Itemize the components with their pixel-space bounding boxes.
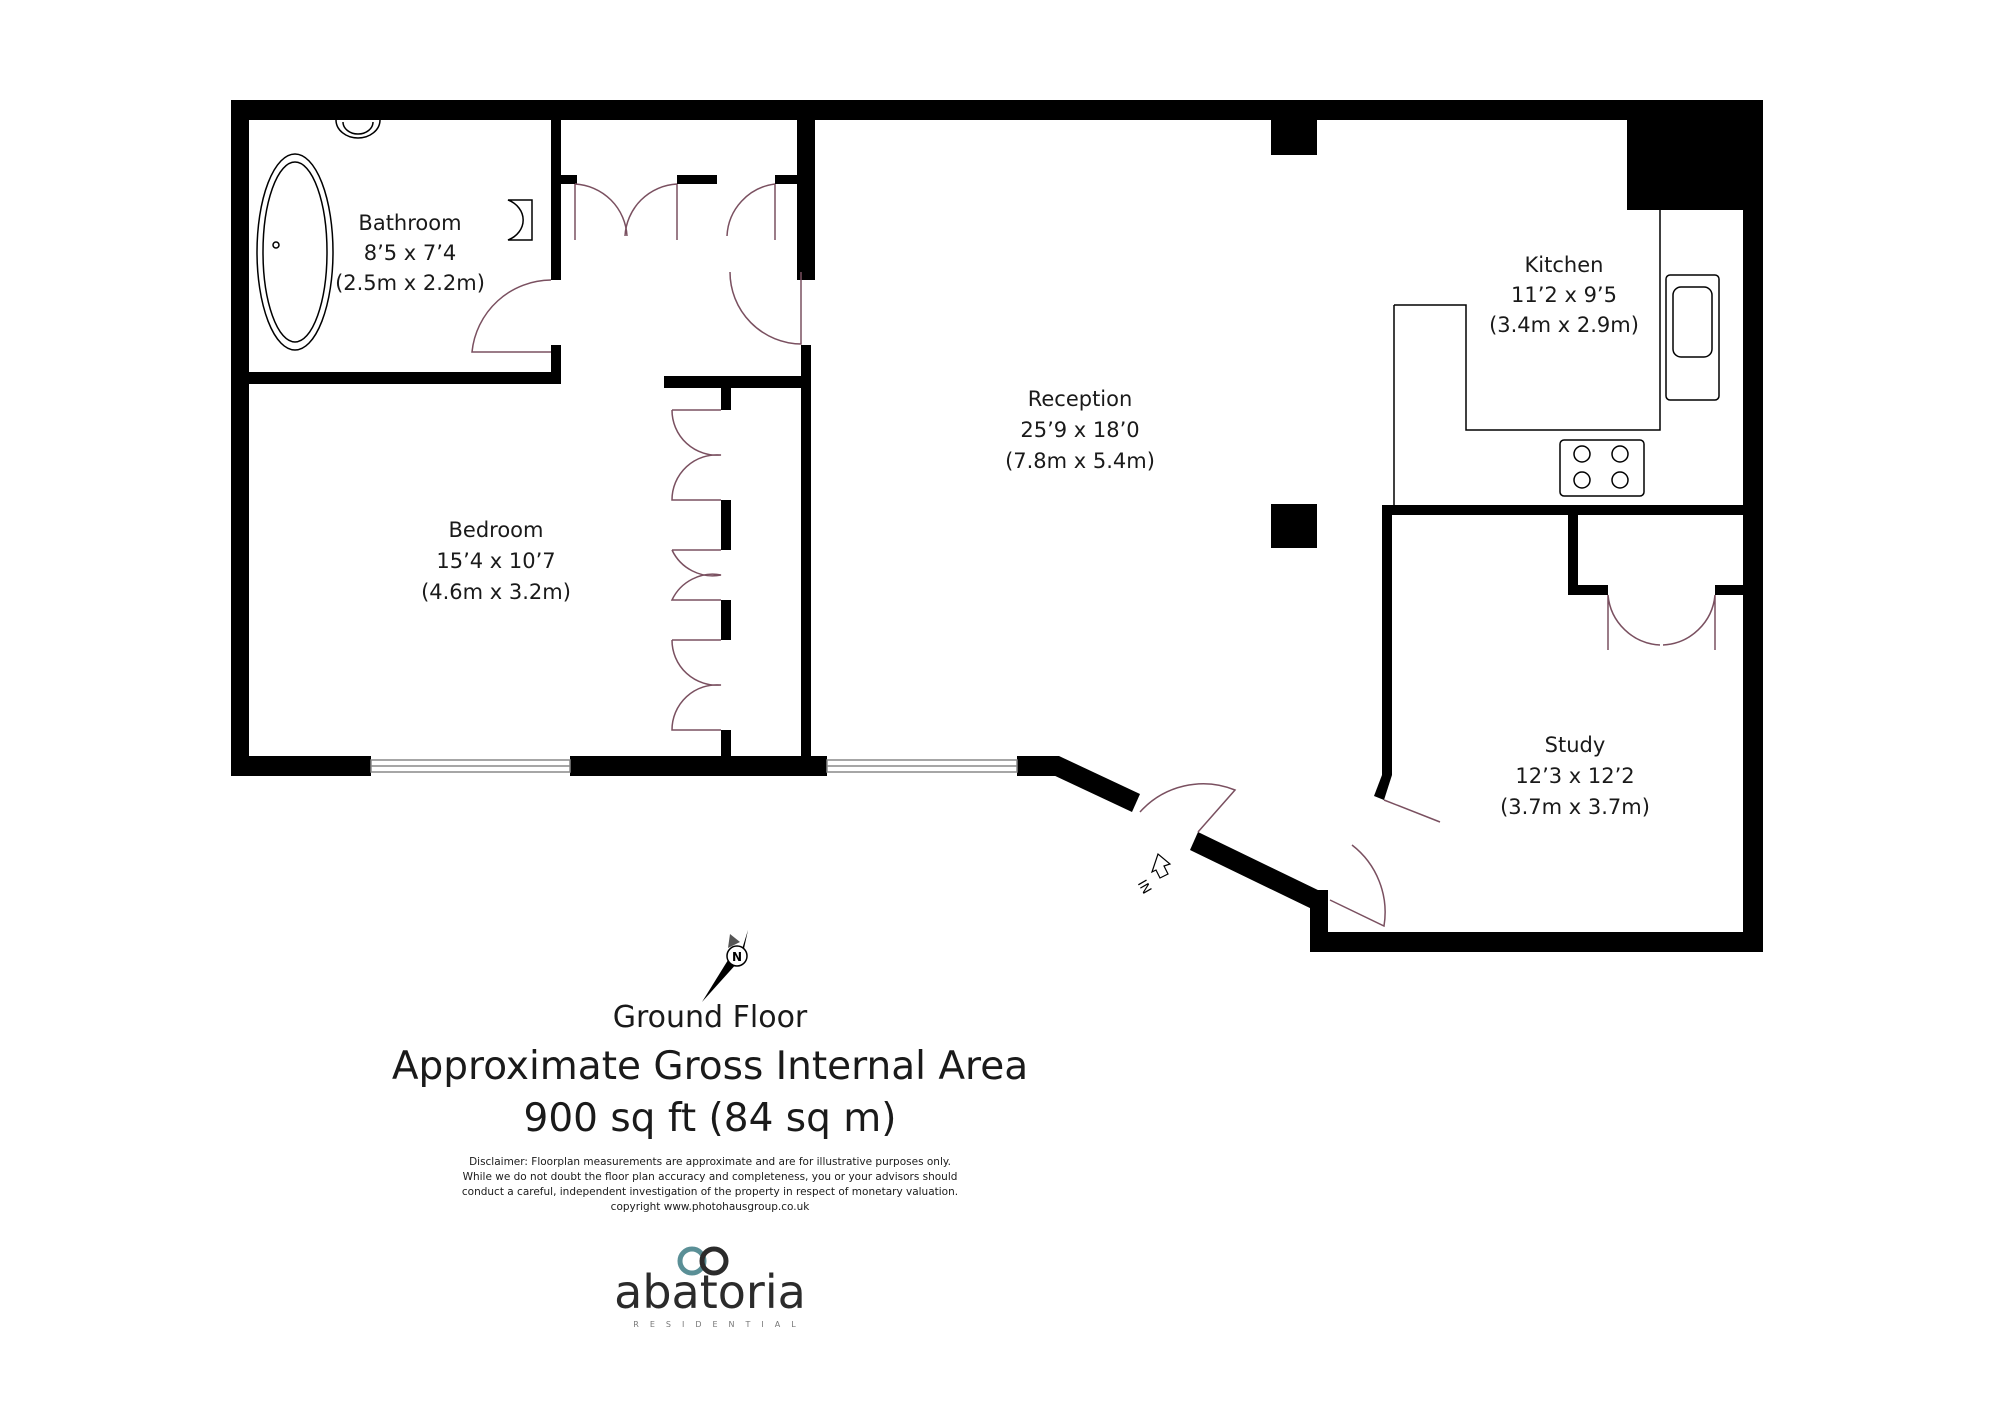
bathroom-name: Bathroom: [358, 211, 461, 235]
compass-icon: N: [702, 930, 748, 1002]
kitchen-name: Kitchen: [1525, 253, 1604, 277]
compass-label: N: [732, 950, 742, 964]
copyright-line: copyright www.photohausgroup.co.uk: [610, 1201, 810, 1213]
logo-mark-icon: [677, 1246, 729, 1276]
disclaimer-line: conduct a careful, independent investiga…: [461, 1186, 959, 1198]
disclaimer-line: While we do not doubt the floor plan acc…: [462, 1171, 958, 1183]
walls: [231, 100, 1763, 952]
windows: [370, 759, 1018, 773]
room-labels: Bathroom 8’5 x 7’4 (2.5m x 2.2m) Kitchen…: [335, 211, 1650, 819]
bathroom-imperial: 8’5 x 7’4: [364, 241, 457, 265]
study-metric: (3.7m x 3.7m): [1500, 795, 1650, 819]
floor-name: Ground Floor: [612, 1000, 808, 1035]
logo-tagline: RESIDENTIAL: [633, 1320, 807, 1329]
logo-name: abatoria: [614, 1265, 806, 1319]
bathroom-fittings: [256, 119, 533, 351]
kitchen-metric: (3.4m x 2.9m): [1489, 313, 1639, 337]
reception-imperial: 25’9 x 18’0: [1020, 418, 1139, 442]
kitchen-fittings: [1393, 210, 1720, 505]
area-title: Approximate Gross Internal Area: [391, 1044, 1029, 1089]
disclaimer: Disclaimer: Floorplan measurements are a…: [300, 1155, 1120, 1215]
reception-name: Reception: [1028, 387, 1133, 411]
reception-metric: (7.8m x 5.4m): [1005, 449, 1155, 473]
study-imperial: 12’3 x 12’2: [1515, 764, 1634, 788]
doors: [471, 183, 1716, 928]
study-name: Study: [1545, 733, 1606, 757]
kitchen-imperial: 11’2 x 9’5: [1511, 283, 1617, 307]
entrance-arrow-icon: [1150, 852, 1172, 879]
area-value: 900 sq ft (84 sq m): [523, 1096, 897, 1141]
entrance-label: IN: [1134, 878, 1154, 897]
bedroom-imperial: 15’4 x 10’7: [436, 549, 555, 573]
disclaimer-line: Disclaimer: Floorplan measurements are a…: [469, 1156, 951, 1168]
bedroom-metric: (4.6m x 3.2m): [421, 580, 571, 604]
entrance-marker: IN: [1134, 852, 1172, 897]
bathroom-metric: (2.5m x 2.2m): [335, 271, 485, 295]
bedroom-name: Bedroom: [449, 518, 544, 542]
